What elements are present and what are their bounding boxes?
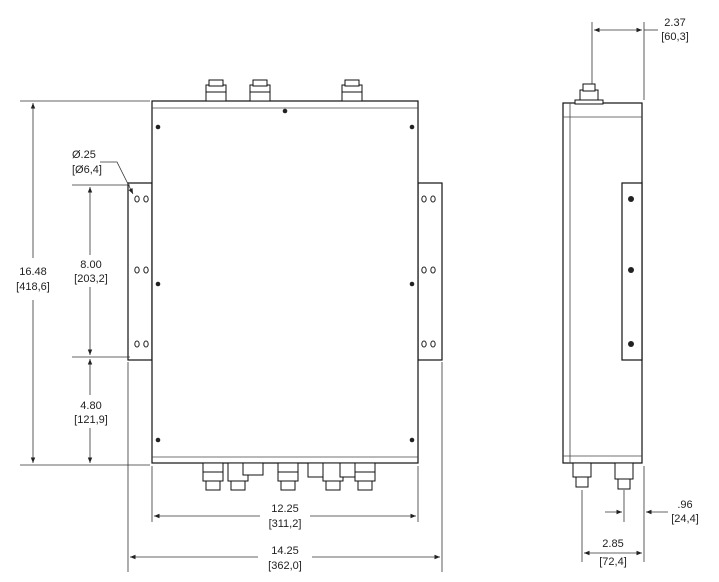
hole-to-bottom-mm: [121,9]	[74, 414, 108, 426]
side-bracket-holes	[628, 196, 634, 347]
dim-overall-depth: 2.37 [60,3]	[591, 17, 689, 100]
body-depth-mm: [72,4]	[599, 556, 627, 568]
dim-overall-height: 16.48 [418,6]	[5, 100, 150, 466]
body-depth-inch: 2.85	[602, 538, 623, 550]
dim-hole-diameter: Ø.25 [Ø6,4]	[72, 149, 134, 195]
dim-body-depth: 2.85 [72,4]	[581, 466, 645, 568]
dim-overall-width: 14.25 [362,0]	[127, 362, 443, 572]
dim-hole-to-bottom: 4.80 [121,9]	[65, 359, 117, 463]
bottom-connectors	[202, 462, 376, 491]
dim-body-width: 12.25 [311,2]	[151, 466, 419, 530]
hole-to-bottom-inch: 4.80	[80, 400, 101, 412]
side-bottom-connectors	[572, 462, 634, 490]
connector-offset-inch: .96	[677, 499, 692, 511]
body-width-inch: 12.25	[271, 503, 299, 515]
dim-connector-offset: .96 [24,4]	[605, 490, 699, 525]
bracket-holes	[134, 195, 436, 348]
overall-width-inch: 14.25	[271, 545, 299, 557]
overall-depth-mm: [60,3]	[661, 31, 689, 43]
overall-height-mm: [418,6]	[16, 281, 50, 293]
overall-height-inch: 16.48	[19, 266, 47, 278]
connector-offset-mm: [24,4]	[671, 513, 699, 525]
hole-diameter-inch: Ø.25	[72, 149, 96, 161]
front-view: 16.48 [418,6] Ø.25 [Ø6,4] 8.00 [203,2] 4…	[5, 79, 443, 572]
body-width-mm: [311,2]	[269, 518, 302, 530]
hole-spacing-mm: [203,2]	[74, 273, 108, 285]
overall-depth-inch: 2.37	[664, 17, 685, 29]
side-view: 2.37 [60,3] .96 [24,4] 2.85 [72,4]	[562, 17, 699, 568]
overall-width-mm: [362,0]	[268, 560, 302, 572]
top-connectors	[205, 79, 363, 102]
hole-diameter-mm: [Ø6,4]	[72, 164, 102, 176]
enclosure-screws	[155, 108, 415, 443]
hole-spacing-inch: 8.00	[80, 259, 101, 271]
enclosure-front	[151, 100, 419, 464]
dim-hole-spacing: 8.00 [203,2]	[65, 184, 130, 358]
side-top-connector	[574, 83, 604, 105]
